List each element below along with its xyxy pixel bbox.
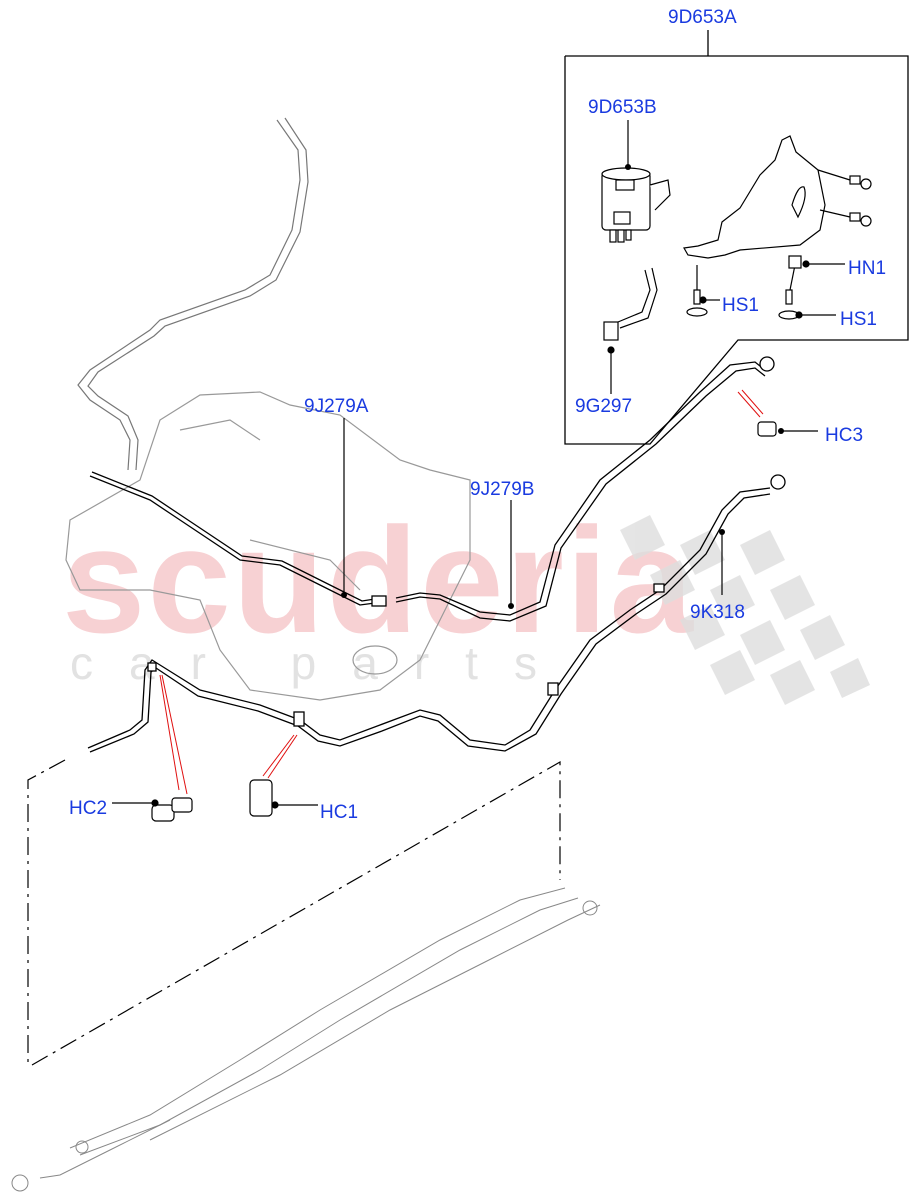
canister-9D653B bbox=[601, 167, 671, 243]
clip-HC3 bbox=[757, 421, 777, 437]
pipe-9J279B bbox=[395, 356, 775, 622]
bolts bbox=[817, 169, 872, 227]
pipe-9K318 bbox=[87, 474, 786, 753]
bracket bbox=[683, 135, 826, 259]
callout-HC2[interactable]: HC2 bbox=[69, 798, 108, 819]
projection-box bbox=[27, 759, 561, 1066]
filler-hose bbox=[77, 117, 309, 471]
leaders-box bbox=[607, 260, 845, 394]
callout-HC1[interactable]: HC1 bbox=[320, 802, 359, 823]
callout-HN1[interactable]: HN1 bbox=[848, 258, 887, 279]
lower-assembly bbox=[11, 887, 601, 1192]
callout-9G297[interactable]: 9G297 bbox=[575, 396, 633, 417]
callout-9J279B[interactable]: 9J279B bbox=[470, 479, 535, 500]
pipe-9J279A bbox=[89, 471, 387, 607]
clip-HC2 bbox=[151, 797, 193, 822]
callout-HS1-right[interactable]: HS1 bbox=[840, 309, 877, 330]
callout-9K318[interactable]: 9K318 bbox=[690, 602, 745, 623]
callout-9D653A[interactable]: 9D653A bbox=[668, 7, 737, 28]
callout-HC3[interactable]: HC3 bbox=[825, 425, 864, 446]
callout-9D653B[interactable]: 9D653B bbox=[588, 97, 657, 118]
watermark-scuderia: scuderia bbox=[62, 496, 695, 664]
kit-box-9D653A bbox=[564, 30, 909, 445]
fuel-tank bbox=[65, 391, 471, 701]
callout-9J279A[interactable]: 9J279A bbox=[304, 396, 369, 417]
callout-HS1-left[interactable]: HS1 bbox=[722, 295, 759, 316]
hose-9G297 bbox=[603, 267, 658, 341]
checkered-flag-watermark bbox=[620, 515, 870, 705]
studs-HS1 bbox=[686, 255, 802, 320]
clip-HC1 bbox=[249, 779, 273, 817]
